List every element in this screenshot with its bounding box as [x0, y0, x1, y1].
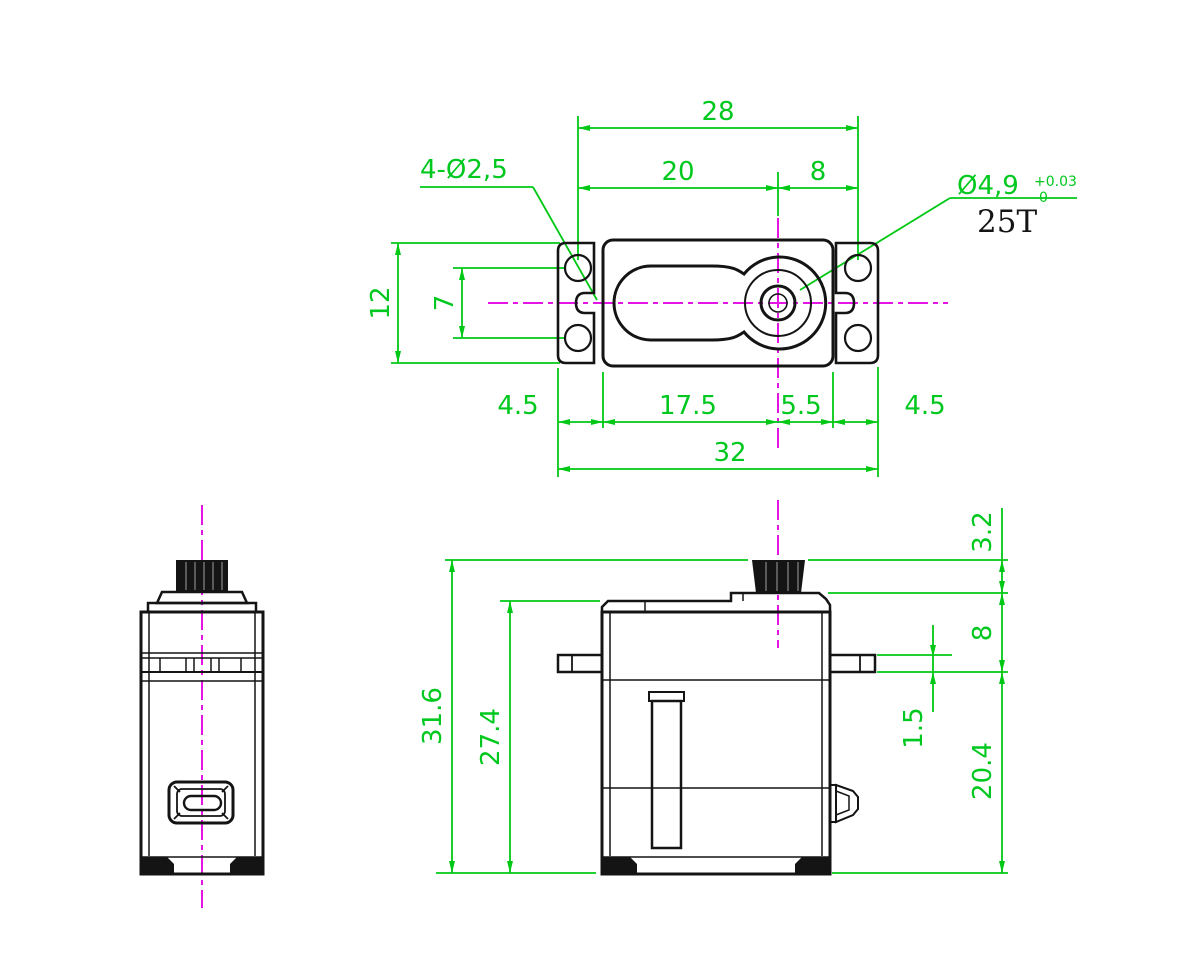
- left-flange-tab: [556, 653, 604, 674]
- mounting-hole: [563, 253, 593, 283]
- dim-spline-height: 3.2: [968, 511, 998, 552]
- case-outline: [600, 610, 832, 876]
- dim-overall-height: 31.6: [418, 687, 448, 745]
- dim-body-left-to-shaft: 17.5: [659, 391, 717, 421]
- rubber-foot: [230, 857, 263, 874]
- side-view: 31.6 27.4 3.2 8 1.5 20.4: [418, 500, 1008, 876]
- top-cap: [600, 591, 832, 612]
- side-view-body: [556, 560, 877, 876]
- side-dimension-lines: [449, 508, 1005, 873]
- connector-bezel: [167, 780, 235, 825]
- dim-flange-to-bottom: 20.4: [968, 742, 998, 800]
- output-shaft-spline: [176, 560, 228, 592]
- right-flange-tab: [828, 653, 877, 674]
- dim-spline-diameter: Ø4,9: [957, 171, 1019, 201]
- label-slot-top: [648, 691, 685, 702]
- case-outline: [139, 610, 265, 876]
- dim-right-overhang: 4.5: [904, 391, 945, 421]
- dim-spline-tol-lower: -0: [1034, 190, 1048, 206]
- mounting-hole: [563, 323, 593, 353]
- top-dimension-lines: [395, 125, 878, 472]
- dim-spline-teeth: 25T: [977, 204, 1037, 240]
- front-view: [139, 505, 265, 908]
- mounting-hole: [843, 253, 873, 283]
- dim-hole-pitch: 7: [430, 295, 460, 312]
- shaft-boss-circle: [744, 269, 812, 337]
- dim-left-overhang: 4.5: [497, 391, 538, 421]
- label-slot: [650, 699, 683, 850]
- left-mount-flange: [556, 241, 596, 365]
- dim-overall-length: 32: [713, 438, 746, 468]
- front-view-body: [139, 560, 265, 876]
- dim-mounting-holes: 4-Ø2,5: [420, 155, 508, 185]
- dim-flange-width: 12: [366, 286, 396, 319]
- flange-edge-ticks: [159, 658, 242, 672]
- top-view: 28 20 8 4-Ø2,5 Ø4,9 +0.03 -0 25T 12 7 4.…: [366, 97, 1077, 477]
- top-contour-lobe: [612, 255, 828, 351]
- right-mount-flange: [834, 241, 880, 365]
- connector-slot: [182, 794, 223, 812]
- dim-shaft-to-right-hole: 8: [810, 157, 827, 187]
- side-extension-lines: [436, 559, 1008, 874]
- rubber-foot: [602, 857, 637, 874]
- dim-left-hole-to-shaft: 20: [661, 157, 694, 187]
- dim-case-height: 27.4: [476, 708, 506, 766]
- spline-circle: [759, 284, 797, 322]
- rubber-foot: [141, 857, 174, 874]
- dim-hole-span: 28: [701, 97, 734, 127]
- dim-flange-thickness: 1.5: [899, 707, 929, 748]
- case-outline: [601, 238, 835, 368]
- dim-case-top-to-flange: 8: [968, 625, 998, 642]
- wire-connector: [829, 783, 859, 824]
- dim-spline-tol-upper: +0.03: [1034, 174, 1077, 190]
- shaft-screw-hole: [768, 293, 788, 313]
- rubber-foot: [795, 857, 830, 874]
- dim-shaft-to-body-right: 5.5: [780, 391, 821, 421]
- top-view-body: [556, 238, 880, 368]
- mounting-hole: [843, 323, 873, 353]
